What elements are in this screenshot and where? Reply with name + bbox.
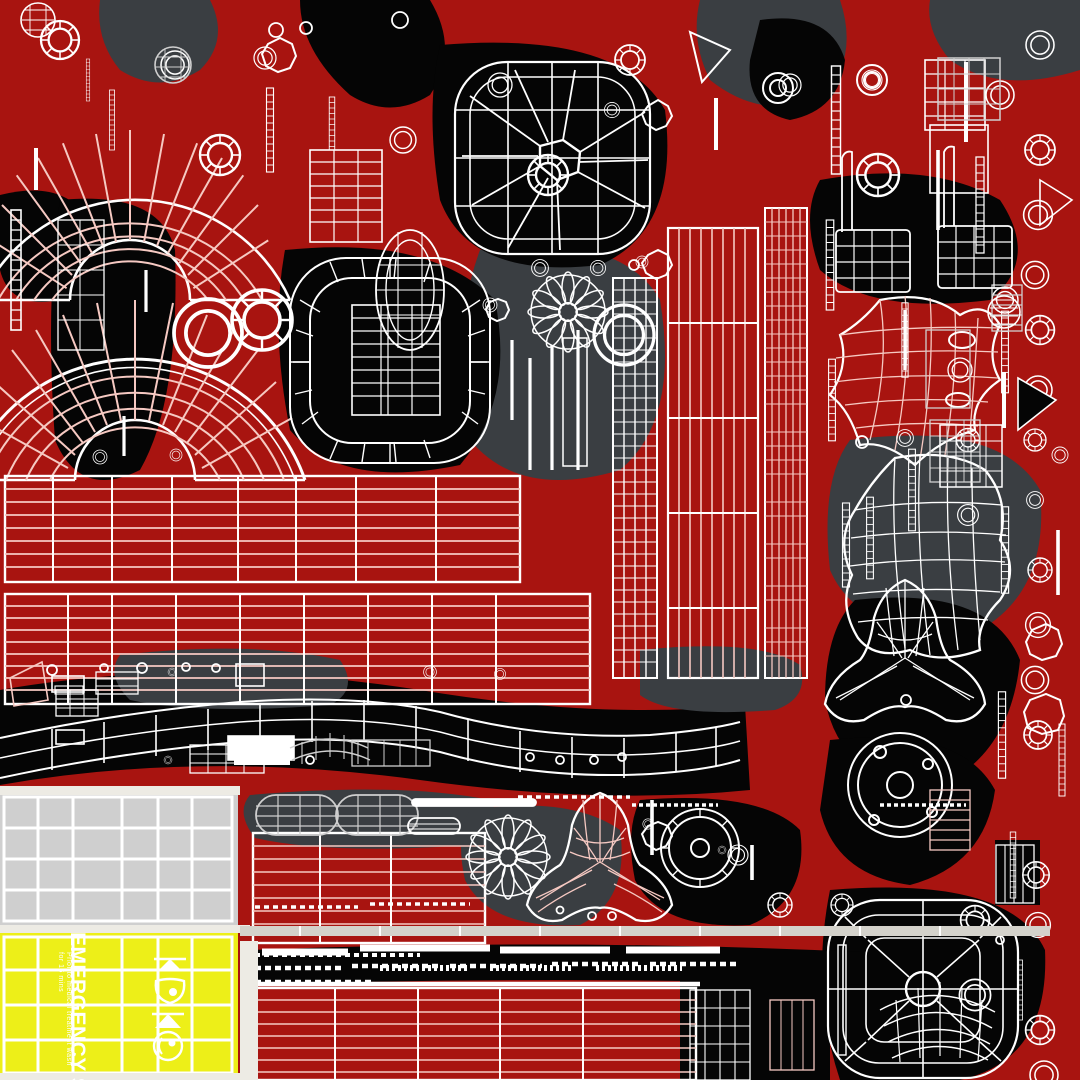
tri-hub-gray [823,578,987,723]
bracket-hook-islands [835,145,1013,293]
bar-detail-strips [34,62,1060,1056]
stadium-shell-island [289,257,491,464]
strip-tall-gray [612,277,658,679]
shower-pictogram [154,957,186,1005]
gray-plate-left [0,786,240,933]
curved-beam-island [0,698,741,779]
wedge-islands [9,30,1074,707]
tri-hub-red [525,791,674,923]
bottom-edge-strip [0,925,1050,1080]
yellow-sign-plate [0,933,240,1080]
grid-chips [55,219,1035,1080]
disc-hub-dark [847,732,953,838]
grid-panel-mid [3,592,592,706]
grid-panel-bottom [251,986,698,1080]
top-scatter-detail [20,2,1021,488]
plate-labels [51,59,989,765]
capsule-islands [255,794,537,836]
strip-tall-pink [764,207,808,679]
strip-tall-red [666,226,760,680]
grid-panel-upper [3,474,522,584]
dome-fan-lower [0,300,307,482]
radial-fan-islands [0,130,307,482]
dashed-bars [245,795,966,987]
dome-fan-upper [0,130,292,302]
organic-mesh-lower [843,453,1012,659]
arc-mesh-chips [289,733,996,1063]
eyewash-pictogram [152,1012,184,1062]
octagon-chips [260,36,1066,852]
bolt-dots [46,11,1005,945]
pinwheel-upper [527,271,609,353]
pinwheel-lower [465,814,551,900]
